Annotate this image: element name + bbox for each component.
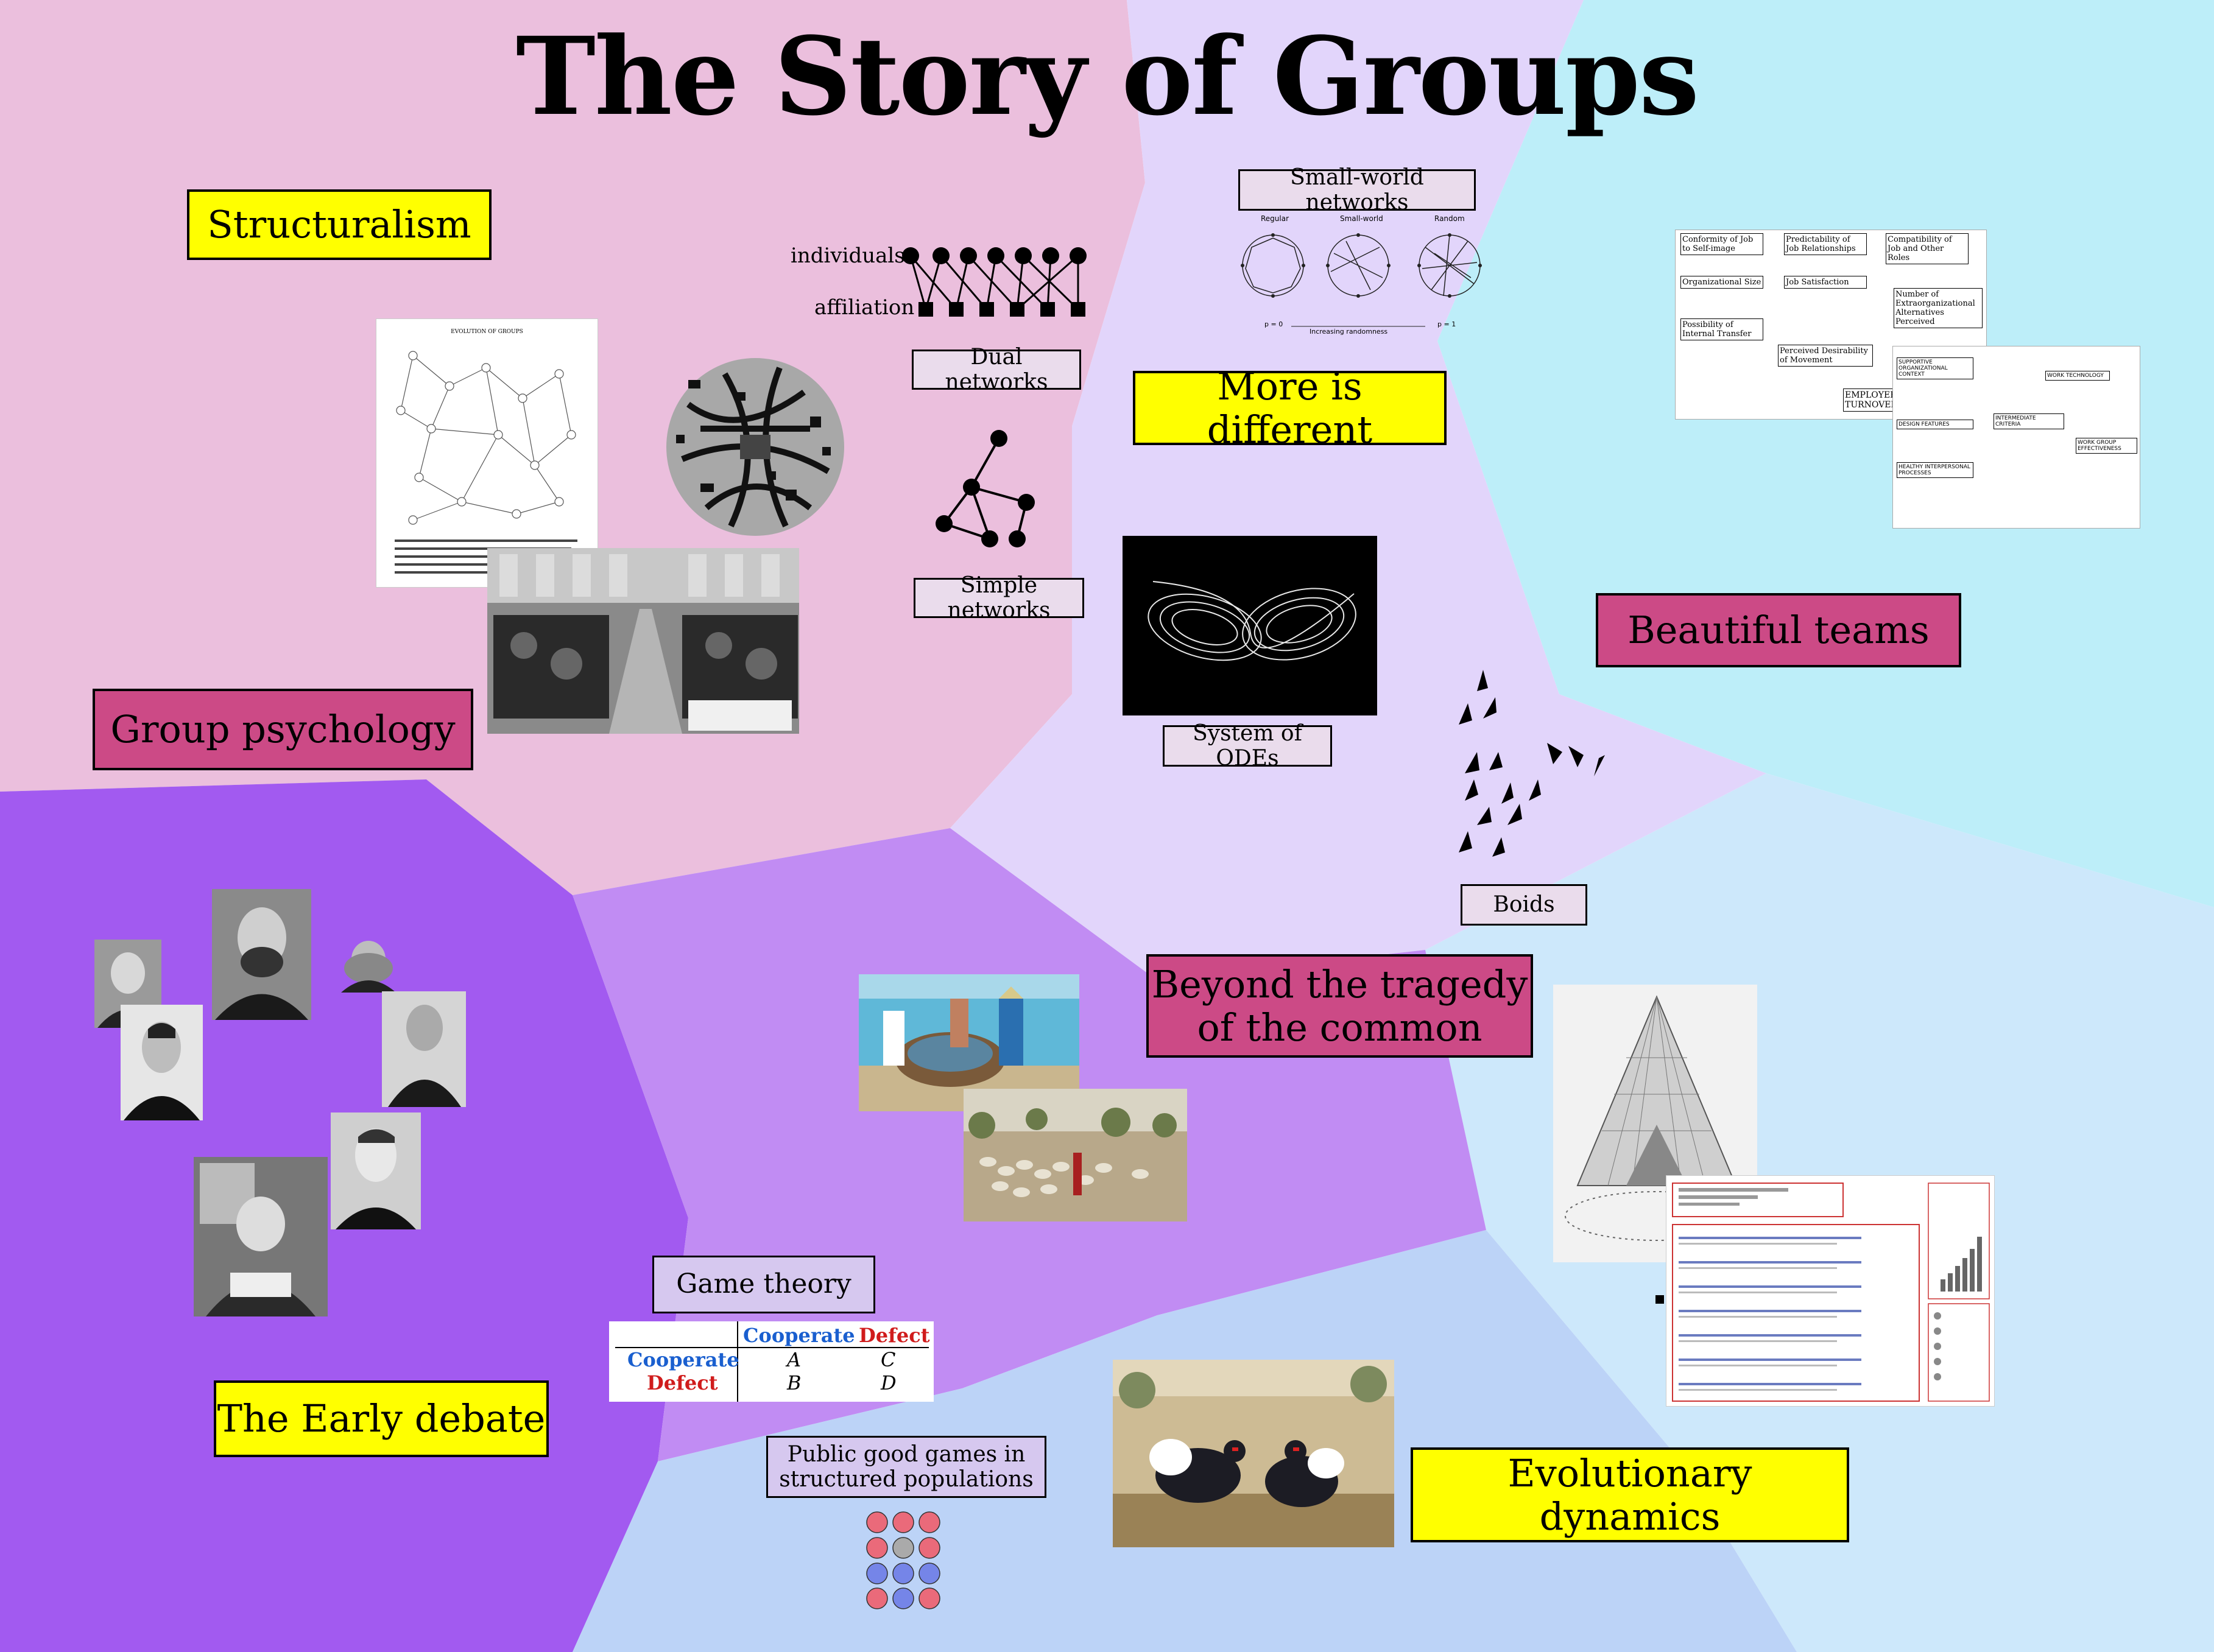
label-beautiful-teams: Beautiful teams <box>1596 593 1961 667</box>
portrait-photo <box>341 941 396 993</box>
label-beyond-tragedy: Beyond the tragedy of the common <box>1146 954 1533 1058</box>
herd-photo <box>964 1089 1187 1221</box>
sw-axis-mid: Increasing randomness <box>1310 328 1388 336</box>
evolution-heading: EVOLUTION OF GROUPS <box>451 329 523 335</box>
job-box-7: Possibility of Internal Transfer <box>1680 318 1763 340</box>
label-public-good: Public good games in structured populati… <box>766 1436 1046 1498</box>
dual-network-affiliation-label: affiliation <box>814 295 915 320</box>
label-system-odes: System of ODEs <box>1163 721 1332 771</box>
sw-axis-left: p = 0 <box>1264 320 1283 328</box>
small-world-rings-icon <box>1241 233 1482 327</box>
job-box-3: Compatibility of Job and Other Roles <box>1886 233 1969 264</box>
work-group-effectiveness-diagram: SUPPORTIVE ORGANIZATIONAL CONTEXT DESIGN… <box>1892 346 2140 529</box>
ctx-4: INTERMEDIATE CRITERIA <box>1994 413 2064 429</box>
label-structuralism: Structuralism <box>187 189 492 260</box>
public-good-line1: Public good games in <box>787 1441 1026 1467</box>
job-box-1: Conformity of Job to Self-image <box>1680 233 1763 255</box>
matrix-cell-a: A <box>787 1348 802 1371</box>
small-world-figure: Regular Small-world Random p = 0 Increas… <box>1224 211 1492 339</box>
portrait-photo <box>382 991 466 1107</box>
matrix-row-defect: Defect <box>647 1371 718 1394</box>
label-more-is-different: More is different <box>1133 365 1447 451</box>
ctx-6: WORK GROUP EFFECTIVENESS <box>2076 438 2137 454</box>
simple-network-icon <box>936 430 1035 547</box>
network-disk-icon <box>666 358 844 536</box>
sw-panel-random: Random <box>1434 214 1465 223</box>
dual-network-individuals-label: individuals <box>791 244 905 268</box>
lorenz-attractor-icon <box>1123 536 1377 715</box>
matrix-cell-c: C <box>881 1348 896 1371</box>
matrix-col-cooperate: Cooperate <box>743 1324 855 1347</box>
label-boids: Boids <box>1461 884 1587 926</box>
evolution-of-groups-figure: EVOLUTION OF GROUPS <box>376 318 598 588</box>
ctx-5: WORK TECHNOLOGY <box>2045 371 2110 381</box>
job-box-9: EMPLOYEE TURNOVER <box>1843 388 1908 412</box>
matrix-cell-d: D <box>881 1371 897 1394</box>
label-dual-networks: Dual networks <box>912 345 1081 395</box>
ctx-2: DESIGN FEATURES <box>1897 420 1973 429</box>
payoff-matrix: Cooperate Defect Cooperate Defect A C B … <box>609 1321 934 1402</box>
job-box-8: Perceived Desirability of Movement <box>1778 345 1873 367</box>
profile-page-screenshot <box>1666 1175 1995 1407</box>
population-grid-icon <box>866 1511 940 1609</box>
beyond-tragedy-line2: of the common <box>1197 1005 1482 1050</box>
job-box-5: Job Satisfaction <box>1784 276 1867 289</box>
matrix-cell-b: B <box>787 1371 802 1394</box>
sw-panel-regular: Regular <box>1261 214 1289 223</box>
label-game-theory: Game theory <box>652 1256 875 1313</box>
matrix-col-defect: Defect <box>859 1324 930 1347</box>
region-lavender <box>950 0 1766 980</box>
profile-marker <box>1655 1295 1664 1304</box>
ctx-1: SUPPORTIVE ORGANIZATIONAL CONTEXT <box>1897 357 1973 379</box>
factory-photo <box>487 548 799 734</box>
public-good-line2: structured populations <box>779 1467 1034 1492</box>
label-simple-networks: Simple networks <box>914 573 1084 623</box>
label-evolutionary-dynamics: Evolutionary dynamics <box>1411 1447 1849 1542</box>
region-cyan <box>1437 0 2214 907</box>
beyond-tragedy-line1: Beyond the tragedy <box>1151 961 1528 1007</box>
portrait-photo <box>212 889 311 1020</box>
fishermen-photo <box>859 974 1079 1111</box>
label-early-debate: The Early debate <box>214 1380 549 1457</box>
sw-axis-right: p = 1 <box>1437 320 1456 328</box>
portrait-photo <box>121 1005 203 1120</box>
portrait-photo <box>94 940 161 1028</box>
job-box-2: Predictability of Job Relationships <box>1784 233 1867 255</box>
dual-network-icon <box>902 247 1087 317</box>
boids-icon <box>1459 670 1605 857</box>
portrait-photo <box>331 1112 421 1229</box>
matrix-row-cooperate: Cooperate <box>627 1348 739 1371</box>
sw-panel-smallworld: Small-world <box>1340 214 1383 223</box>
job-box-4: Organizational Size <box>1680 276 1763 289</box>
label-group-psychology: Group psychology <box>93 689 473 770</box>
portrait-photo <box>194 1157 328 1316</box>
sociogram-icon <box>395 351 577 574</box>
page-title: The Story of Groups <box>515 13 1699 139</box>
ctx-3: HEALTHY INTERPERSONAL PROCESSES <box>1897 462 1973 478</box>
grouse-painting <box>1113 1360 1394 1547</box>
label-small-world: Small-world networks <box>1238 165 1476 215</box>
job-box-6: Number of Extraorganizational Alternativ… <box>1894 288 1983 328</box>
